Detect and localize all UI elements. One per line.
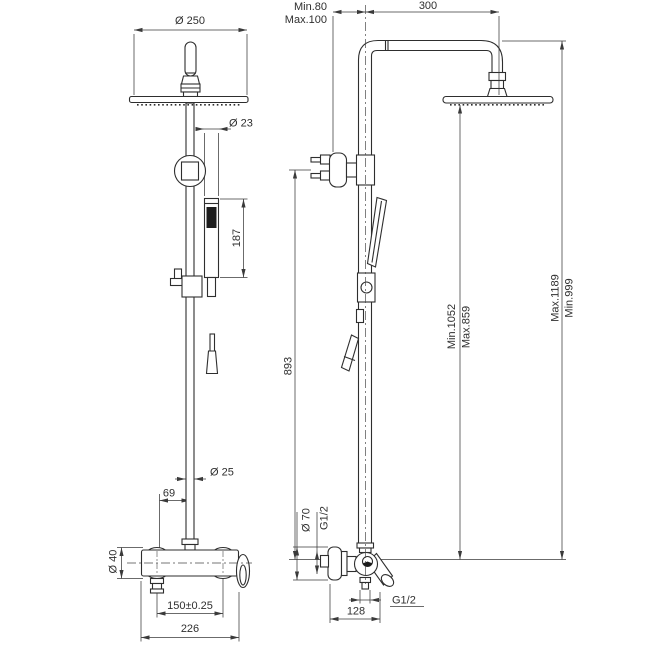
dim-riser-offset: 69 <box>163 488 175 500</box>
dim-head-height-min: Min.1052 <box>446 304 458 349</box>
dim-overall-width: 226 <box>181 623 199 635</box>
mixer-front <box>140 538 251 594</box>
dim-flange-diameter: Ø 70 <box>301 508 313 532</box>
dimension-labels: Ø 250 Ø 23 187 Ø 25 69 Ø 40 150±0.25 226… <box>108 0 576 635</box>
dim-wall-min: Min.80 <box>294 1 327 13</box>
column-and-arm-side <box>357 39 508 544</box>
dimension-lines <box>117 9 566 642</box>
wall-bracket-side <box>310 152 376 188</box>
shower-arm-front <box>180 41 201 98</box>
dim-overall-min: Min.999 <box>564 278 576 317</box>
mixer-side <box>319 542 395 590</box>
front-centerlines <box>127 551 252 575</box>
side-view <box>310 5 554 590</box>
front-view <box>127 41 252 594</box>
dim-head-height-max: Max.859 <box>461 306 473 348</box>
wall-flange <box>327 546 343 581</box>
dim-bracket-height: 893 <box>283 357 295 375</box>
dim-handshower-length: 187 <box>231 229 243 247</box>
rain-head-front <box>128 95 249 106</box>
ring-holder <box>173 154 207 188</box>
side-centerline <box>365 5 500 584</box>
slider-holder-front <box>169 268 203 298</box>
dim-wall-max: Max.100 <box>285 14 327 26</box>
dim-inlet-spacing: 150±0.25 <box>167 600 213 612</box>
slider-holder-side <box>355 272 376 324</box>
mixer-lever-front <box>235 553 251 589</box>
dim-depth: 128 <box>347 606 365 618</box>
hose-cone-piece <box>205 333 219 375</box>
handshower-side <box>340 196 388 372</box>
rain-head-side <box>442 95 554 106</box>
handshower-front <box>203 197 220 298</box>
dim-handshower-diameter: Ø 23 <box>229 118 253 130</box>
dim-inlet-thread: G1/2 <box>319 506 331 530</box>
dim-escutcheon-diameter: Ø 40 <box>108 550 120 574</box>
dim-arm-reach: 300 <box>419 0 437 12</box>
dim-outlet-thread: G1/2 <box>392 595 416 607</box>
dim-head-diameter: Ø 250 <box>175 15 205 27</box>
dim-overall-max: Max.1189 <box>550 274 562 322</box>
dim-riser-diameter: Ø 25 <box>210 467 234 479</box>
